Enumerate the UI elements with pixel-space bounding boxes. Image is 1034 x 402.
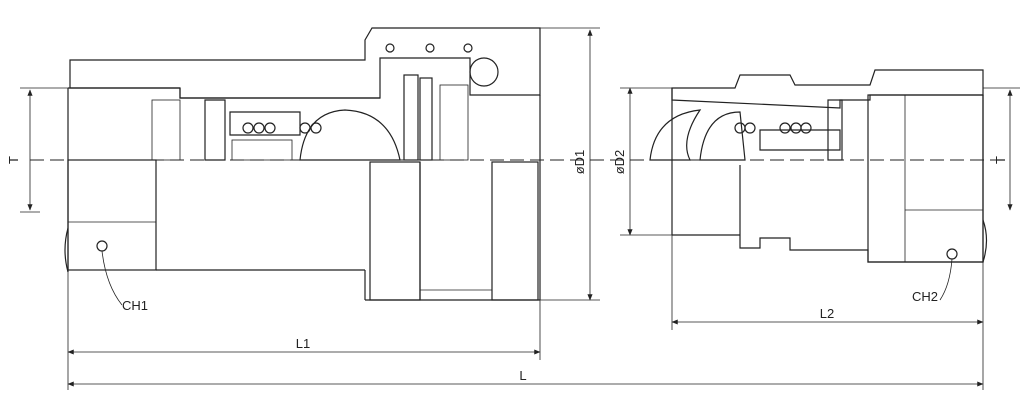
- female-poppet: [299, 109, 401, 161]
- label-l: L: [519, 368, 526, 383]
- locking-ball: [469, 57, 499, 87]
- female-valve-section: [204, 99, 226, 161]
- label-ch1: CH1: [122, 298, 148, 313]
- label-t-right: T: [993, 156, 1008, 164]
- label-l1: L1: [296, 336, 310, 351]
- male-body-section: [671, 69, 984, 109]
- female-coupler: [64, 27, 541, 306]
- dimensions: [20, 27, 1020, 390]
- label-d1: øD1: [572, 150, 587, 175]
- female-body-outline: [67, 87, 380, 272]
- label-l2: L2: [820, 306, 834, 321]
- hex-nut-left: [67, 159, 157, 271]
- hex-nut-right: [867, 94, 984, 263]
- knurled-sleeve-right: [491, 161, 539, 301]
- male-nipple: [649, 69, 988, 301]
- label-d2: øD2: [612, 150, 627, 175]
- male-poppet: [699, 111, 746, 161]
- knurled-sleeve-left: [369, 161, 421, 301]
- label-ch2: CH2: [912, 289, 938, 304]
- label-t-left: T: [6, 156, 21, 164]
